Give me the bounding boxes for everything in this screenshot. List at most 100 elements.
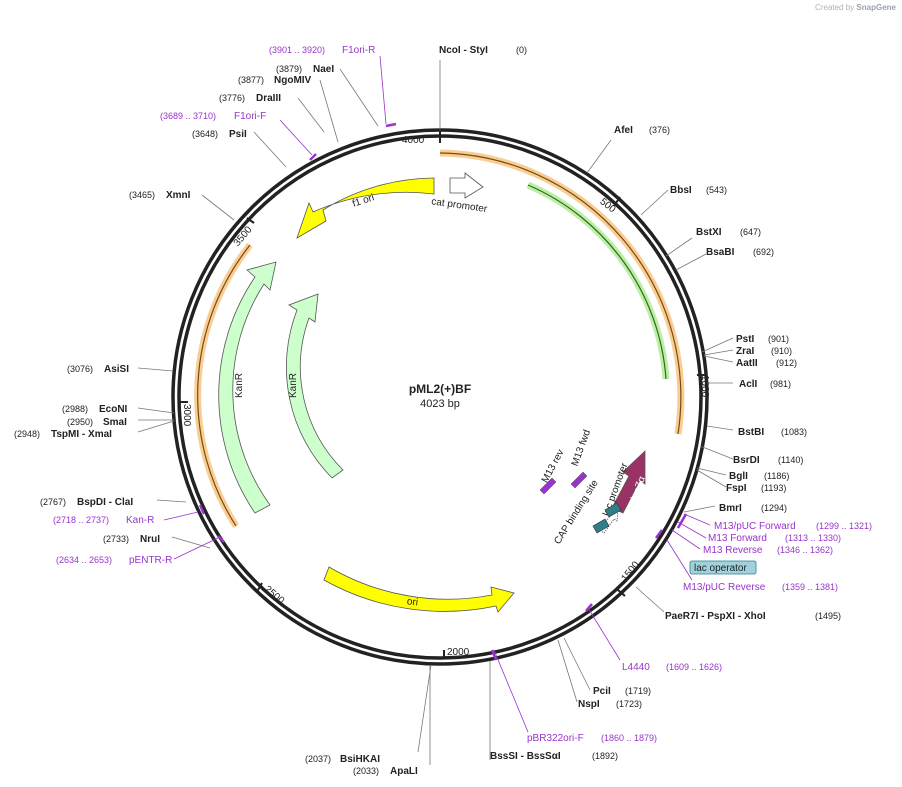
enzyme-acli-pos: (981) [770,379,791,389]
created-by-credit: Created by SnapGene [815,3,896,12]
enzyme-bsihkai-pos: (2037) [305,754,331,764]
enzyme-bsabi-label: BsaBI [706,247,735,258]
enzyme-asisi-pos: (3076) [67,364,93,374]
enzyme-psti-label: PstI [736,334,755,345]
enzyme-tspmi-name: TspMI [51,429,79,440]
enzyme-separator-3: - [735,611,744,622]
primer-f1ori-f-range: (3689 .. 3710) [160,111,216,121]
primer-pentr-r-label: pENTR-R [129,555,172,566]
enzyme-bgli-label: BglI [729,471,748,482]
enzyme-separator-2: - [698,611,707,622]
plasmid-name: pML2(+)BF [409,382,471,396]
enzyme-apali-label: ApaLI [390,766,418,777]
leader-lines [137,60,734,765]
enzyme-psii-label: PsiI [229,129,247,140]
primer-m13-puc-forward-label: M13/pUC Forward [714,521,796,532]
enzyme-separator-5: - [106,497,115,508]
feature-label-kanr-inner: KanR [288,373,299,398]
enzyme-ngomiv-pos: (3877) [238,75,264,85]
highlight-arc-left-line [197,244,251,527]
primer-pentr-r-range: (2634 .. 2653) [56,555,112,565]
enzyme-separator-6: - [79,429,88,440]
enzyme-bsssi-name: BssSI [490,751,518,762]
enzyme-paer7i-name: PaeR7I [665,611,699,622]
enzyme-xmai-name: XmaI [88,429,112,440]
enzyme-afei-label: AfeI [614,125,633,136]
enzyme-aatii-label: AatII [736,358,758,369]
enzyme-bstbi-pos: (1083) [781,427,807,437]
enzyme-clai-name: ClaI [115,497,134,508]
enzyme-econi-pos: (2988) [62,404,88,414]
enzyme-ncoi-name: NcoI [439,45,461,56]
enzyme-fspi-label: FspI [726,483,747,494]
enzyme-afei-pos: (376) [649,125,670,135]
feature-cap-binding-site-b [592,518,610,534]
primer-leader-lines [163,55,711,733]
enzyme-bsssi-label: BssSI - BssSαI [490,751,561,762]
primer-f1ori-r-range: (3901 .. 3920) [269,45,325,55]
feature-label-m13-fwd: M13 fwd [570,428,593,467]
enzyme-bstbi-label: BstBI [738,427,764,438]
feature-label-kanr-outer: KanR [234,373,245,398]
enzyme-tspmi-label: TspMI - XmaI [51,429,112,440]
primer-f1ori-r-label: F1ori-R [342,45,375,56]
enzyme-fspi-pos: (1193) [761,483,786,493]
enzyme-bsabi-pos: (692) [753,247,774,257]
primer-labels: (3901 .. 3920) F1ori-R (3689 .. 3710) F1… [53,45,872,744]
highlight-arc-top-right-line [439,152,682,435]
tick-label-4000: 4000 [402,135,425,146]
credit-prefix: Created by [815,3,855,12]
enzyme-pspxi-name: PspXI [707,611,735,622]
feature-kanr-inner [285,293,344,479]
enzyme-nrui-pos: (2733) [103,534,129,544]
feature-f1-ori [296,177,435,239]
primer-m13-reverse-label: M13 Reverse [703,545,763,556]
primer-m13-reverse-range: (1346 .. 1362) [777,545,833,555]
enzyme-styi-name: StyI [470,45,489,56]
enzyme-asisi-label: AsiSI [104,364,129,375]
enzyme-ncoi-label: NcoI - StyI [439,45,488,56]
enzyme-smai-pos: (2950) [67,417,93,427]
primer-l4440-range: (1609 .. 1626) [666,662,722,672]
feature-cat-promoter [449,172,484,199]
primer-m13-forward-range: (1313 .. 1330) [785,533,841,543]
tick-label-1500: 1500 [619,559,642,584]
plasmid-length: 4023 bp [420,398,460,410]
primer-pbr322ori-f-label: pBR322ori-F [527,733,584,744]
highlight-arc-green-line [527,184,667,380]
enzyme-bmri-label: BmrI [719,503,742,514]
lac-operator-label: lac operator [694,563,747,574]
tick-label-1000: 1000 [699,375,710,398]
primer-m13-puc-reverse-range: (1359 .. 1381) [782,582,838,592]
feature-ori [323,566,515,613]
enzyme-bmri-pos: (1294) [761,503,787,513]
enzyme-nspi-label: NspI [578,699,600,710]
tick-label-3000: 3000 [181,404,192,427]
enzyme-ngomiv-label: NgoMIV [274,75,312,86]
enzyme-bstxi-pos: (647) [740,227,761,237]
enzyme-bsssi-pos: (1892) [592,751,618,761]
enzyme-bspdi-pos: (2767) [40,497,66,507]
enzyme-naei-pos: (3879) [276,64,302,74]
feature-lacz-alpha [611,450,646,514]
lac-operator-badge: lac operator [689,560,757,575]
enzyme-apali-pos: (2033) [353,766,379,776]
primer-l4440-label: L4440 [622,662,650,673]
enzyme-bsrdi-pos: (1140) [778,455,803,465]
enzyme-zrai-pos: (910) [771,346,792,356]
enzyme-separator-4: - [518,751,527,762]
primer-f1ori-f-label: F1ori-F [234,111,266,122]
feature-label-cap-binding-site: CAP binding site [552,478,601,547]
primer-kan-r-label: Kan-R [126,515,154,526]
enzyme-xmni-label: XmnI [166,190,191,201]
lac-operator-badge-bg [689,560,757,575]
enzyme-ncoi-pos: (0) [516,45,527,55]
enzyme-xhoi-name: XhoI [744,611,766,622]
credit-brand: SnapGene [856,3,896,12]
enzyme-bsrdi-label: BsrDI [733,455,760,466]
enzyme-psii-pos: (3648) [192,129,218,139]
enzyme-bspdi-name: BspDI [77,497,106,508]
enzyme-econi-label: EcoNI [99,404,128,415]
tick-label-2000: 2000 [447,647,470,658]
enzyme-tspmi-pos: (2948) [14,429,40,439]
